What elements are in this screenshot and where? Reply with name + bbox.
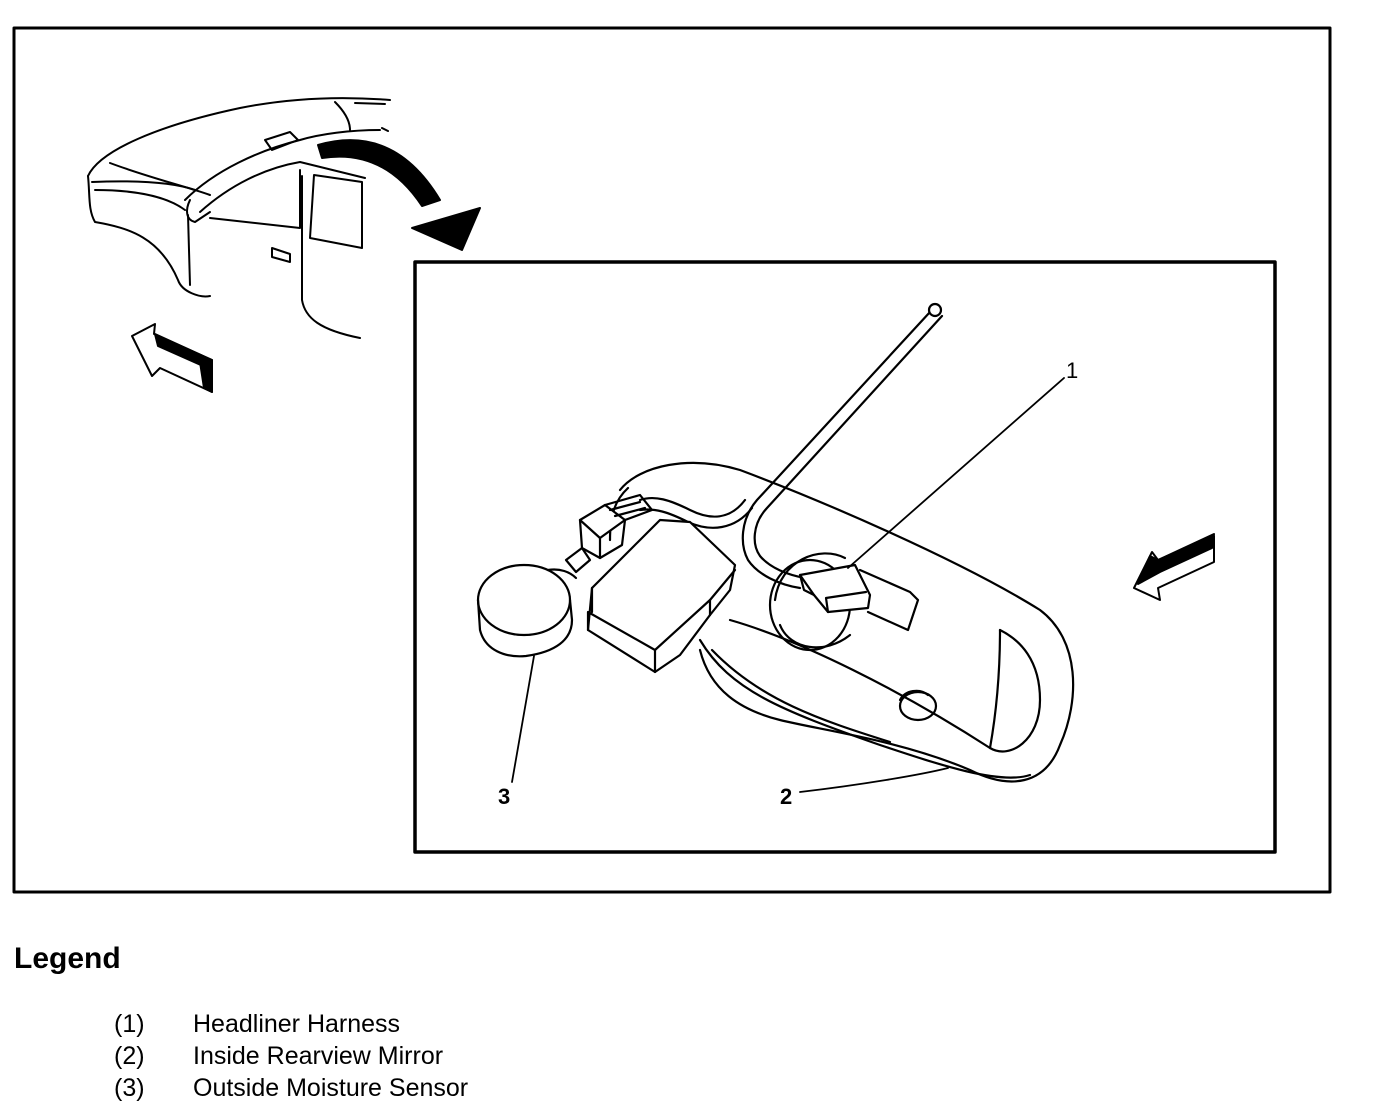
detail-frame xyxy=(413,260,1277,854)
headliner-harness xyxy=(638,302,944,614)
forward-arrow-left xyxy=(131,323,213,393)
callout-1: 1 xyxy=(1066,358,1078,383)
leader-line-1 xyxy=(847,377,1065,569)
legend-list: (1) Headliner Harness (2) Inside Rearvie… xyxy=(114,1008,468,1104)
moisture-sensor xyxy=(476,493,654,658)
legend-item-number: (3) xyxy=(114,1074,145,1102)
legend-item-number: (1) xyxy=(114,1010,145,1038)
outer-frame xyxy=(12,26,1332,894)
callout-2: 2 xyxy=(780,784,792,809)
legend-item: (2) Inside Rearview Mirror xyxy=(114,1040,468,1072)
rearview-mirror xyxy=(608,461,1075,783)
legend-title: Legend xyxy=(14,942,121,975)
legend-item: (1) Headliner Harness xyxy=(114,1008,468,1040)
legend-item-label: Headliner Harness xyxy=(193,1010,401,1038)
legend-item-label: Inside Rearview Mirror xyxy=(193,1042,444,1070)
sensor-module xyxy=(586,518,737,674)
leader-line-2 xyxy=(799,767,949,793)
curved-arrow xyxy=(317,139,481,251)
legend-item-number: (2) xyxy=(114,1042,145,1070)
legend-item: (3) Outside Moisture Sensor xyxy=(114,1072,468,1104)
legend-item-label: Outside Moisture Sensor xyxy=(193,1074,469,1102)
vehicle-illustration xyxy=(87,97,391,339)
callout-3: 3 xyxy=(498,784,510,809)
forward-arrow-right xyxy=(1133,533,1215,601)
leader-line-3 xyxy=(511,655,535,783)
